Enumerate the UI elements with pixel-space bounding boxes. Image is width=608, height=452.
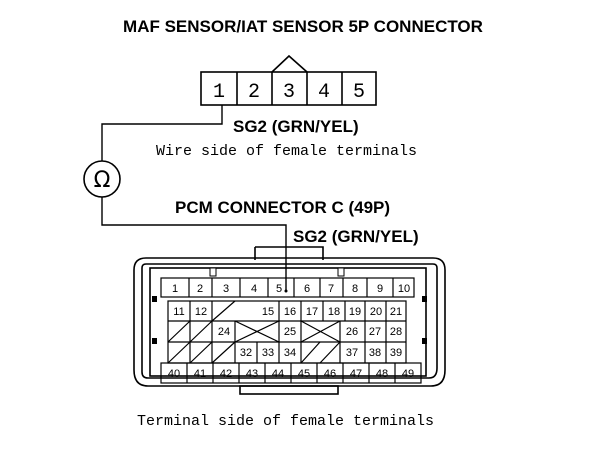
maf-terminal: 1 xyxy=(213,81,225,104)
maf-terminal: 5 xyxy=(353,81,365,104)
pcm-terminal: 49 xyxy=(402,368,414,380)
pcm-terminal: 2 xyxy=(197,283,203,295)
ohmmeter-icon xyxy=(83,160,121,198)
pcm-terminal: 26 xyxy=(346,326,358,338)
pcm-terminal: 9 xyxy=(377,283,383,295)
pcm-terminal: 39 xyxy=(390,347,402,359)
pcm-terminal: 37 xyxy=(346,347,358,359)
maf-terminal: 3 xyxy=(283,81,295,104)
pcm-terminal: 11 xyxy=(173,306,184,318)
pcm-view-caption: Terminal side of female terminals xyxy=(137,413,434,430)
ohm-symbol: Ω xyxy=(94,168,111,193)
pcm-terminal: 24 xyxy=(218,326,230,338)
maf-connector xyxy=(200,54,377,106)
pcm-terminal: 19 xyxy=(349,306,361,318)
pcm-terminal: 48 xyxy=(376,368,388,380)
pcm-terminal: 21 xyxy=(390,306,402,318)
pcm-terminal: 10 xyxy=(398,283,410,295)
pcm-terminal: 5 xyxy=(276,283,282,295)
pcm-terminal: 3 xyxy=(223,283,229,295)
pcm-terminal: 43 xyxy=(246,368,258,380)
pcm-terminal: 18 xyxy=(328,306,340,318)
maf-terminal: 2 xyxy=(248,81,260,104)
pcm-terminal: 20 xyxy=(370,306,382,318)
diagram-title: MAF SENSOR/IAT SENSOR 5P CONNECTOR xyxy=(123,17,483,36)
pcm-terminal: 7 xyxy=(328,283,334,295)
pcm-terminal: 25 xyxy=(284,326,296,338)
pcm-terminal: 12 xyxy=(195,306,207,318)
maf-terminal: 4 xyxy=(318,81,330,104)
pcm-terminal: 4 xyxy=(251,283,257,295)
pcm-terminal: 42 xyxy=(220,368,232,380)
pcm-terminal: 1 xyxy=(172,283,178,295)
pcm-terminal: 16 xyxy=(284,306,296,318)
pcm-terminal: 40 xyxy=(168,368,180,380)
pcm-terminal: 27 xyxy=(369,326,381,338)
pcm-terminal: 46 xyxy=(324,368,336,380)
pcm-terminal: 33 xyxy=(262,347,274,359)
pcm-terminal: 6 xyxy=(304,283,310,295)
pcm-terminal: 44 xyxy=(272,368,284,380)
pcm-terminal: 28 xyxy=(390,326,402,338)
pcm-terminal: 45 xyxy=(298,368,310,380)
pcm-locking-tabs xyxy=(152,296,427,344)
pcm-terminal: 41 xyxy=(194,368,206,380)
probe-tip xyxy=(284,289,288,293)
pcm-connector-title: PCM CONNECTOR C (49P) xyxy=(175,198,390,217)
pcm-terminal: 17 xyxy=(306,306,318,318)
maf-wire-label: SG2 (GRN/YEL) xyxy=(233,117,359,136)
pcm-terminal: 34 xyxy=(284,347,296,359)
pcm-terminal: 8 xyxy=(352,283,358,295)
pcm-terminal: 15 xyxy=(262,306,274,318)
pcm-key-notches xyxy=(209,267,345,277)
pcm-connector-housing xyxy=(133,246,446,395)
pcm-terminal: 47 xyxy=(350,368,362,380)
maf-view-caption: Wire side of female terminals xyxy=(156,143,417,160)
pcm-terminal: 32 xyxy=(240,347,252,359)
pcm-terminal: 38 xyxy=(369,347,381,359)
pcm-terminal-grid xyxy=(160,277,422,384)
pcm-wire-label: SG2 (GRN/YEL) xyxy=(293,227,419,246)
